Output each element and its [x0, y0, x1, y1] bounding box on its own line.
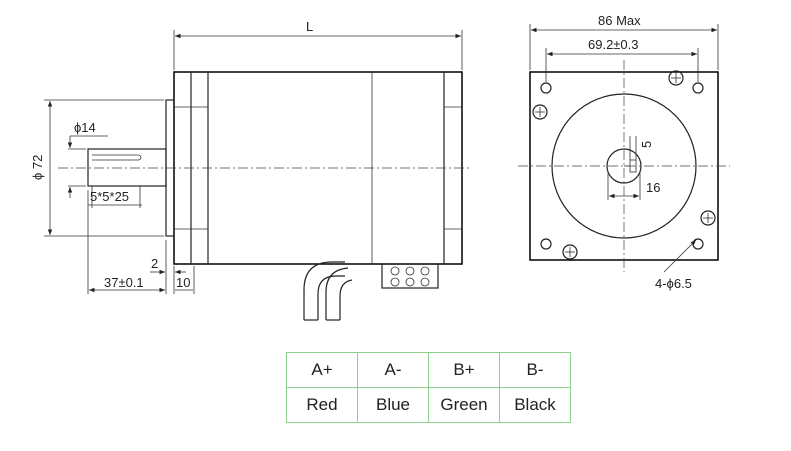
cable-exit — [303, 261, 439, 321]
boss-length-label: 10 — [176, 275, 190, 290]
flange-width-label: 86 Max — [598, 13, 641, 28]
shaft-diameter-label: ϕ14 — [74, 120, 96, 135]
mount-hole-top-left — [540, 82, 552, 94]
mount-hole-bottom-left — [540, 238, 552, 250]
wire-color-a-minus: Blue — [357, 387, 429, 423]
length-label: L — [306, 19, 313, 34]
mount-hole-bottom-right — [692, 238, 704, 250]
wire-color-b-plus: Green — [428, 387, 500, 423]
motor-shaft — [87, 148, 167, 187]
shaft-length-label: 37±0.1 — [104, 275, 144, 290]
flange-thickness-label: 2 — [151, 256, 158, 271]
key-label: 5*5*25 — [90, 189, 129, 204]
wiring-table: A+ A- B+ B- Red Blue Green Black — [286, 352, 571, 423]
screw-icon — [562, 244, 578, 260]
wiring-color-row: Red Blue Green Black — [286, 387, 571, 423]
hole-spacing-label: 69.2±0.3 — [588, 37, 639, 52]
mount-hole-top-right — [692, 82, 704, 94]
hole-spec-label: 4-ϕ6.5 — [655, 276, 692, 291]
phase-a-minus: A- — [357, 352, 429, 388]
body-diameter-label: ϕ 72 — [30, 155, 45, 180]
pilot-circle — [551, 93, 697, 239]
screw-icon — [532, 104, 548, 120]
screw-icon — [700, 210, 716, 226]
wire-color-a-plus: Red — [286, 387, 358, 423]
shaft-flat-label: 16 — [646, 180, 660, 195]
wire-color-b-minus: Black — [499, 387, 571, 423]
side-view: L ϕ 72 ϕ14 5*5*25 37±0.1 2 10 — [30, 19, 470, 321]
wiring-header-row: A+ A- B+ B- — [286, 352, 571, 388]
phase-a-plus: A+ — [286, 352, 358, 388]
front-view: 86 Max 69.2±0.3 5 16 4-ϕ6.5 — [518, 13, 730, 291]
phase-b-minus: B- — [499, 352, 571, 388]
screw-icon — [668, 70, 684, 86]
key-width-label: 5 — [639, 141, 654, 148]
phase-b-plus: B+ — [428, 352, 500, 388]
